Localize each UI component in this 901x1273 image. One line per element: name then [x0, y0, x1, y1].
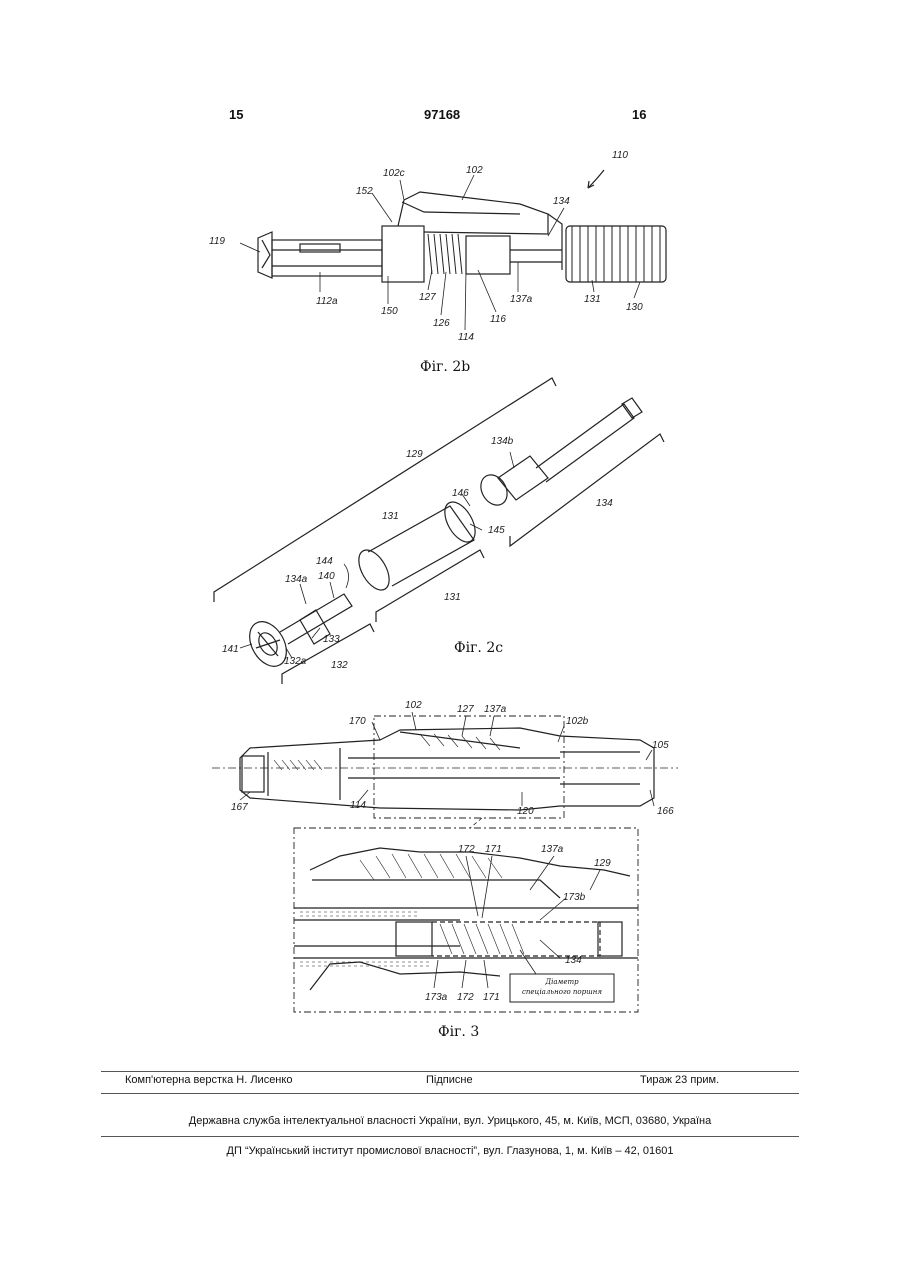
fig3-label-170: 170 [349, 716, 366, 727]
fig3-label-120: 120 [517, 806, 534, 817]
fig3-label-137a: 137a [484, 704, 506, 715]
fig3-callout-line-2: спеціального поршня [512, 987, 612, 997]
fig3-detail-label-173b: 173b [563, 892, 585, 903]
fig3-detail-label-137a: 137a [541, 844, 563, 855]
footer-agency: Державна служба інтелектуальної власност… [101, 1115, 799, 1127]
fig3-label-127: 127 [457, 704, 474, 715]
fig3-callout-line-1: Діаметр [512, 977, 612, 987]
fig3-detail-label-171-top: 171 [485, 844, 502, 855]
fig3-detail-label-134: 134 [565, 955, 582, 966]
fig3-detail-label-173a: 173a [425, 992, 447, 1003]
fig3-detail-label-172-top: 172 [458, 844, 475, 855]
fig3-detail-label-172-bottom: 172 [457, 992, 474, 1003]
fig3-label-102b: 102b [566, 716, 588, 727]
fig3-label-105: 105 [652, 740, 669, 751]
fig3-detail-label-171-bottom: 171 [483, 992, 500, 1003]
fig3-label-102: 102 [405, 700, 422, 711]
footer-rule-top [101, 1071, 799, 1072]
footer-layout-credit: Комп'ютерна верстка Н. Лисенко [125, 1074, 292, 1086]
footer-subscription: Підписне [426, 1074, 473, 1086]
fig3-label-166: 166 [657, 806, 674, 817]
fig3-label-114: 114 [350, 800, 366, 811]
fig3-detail-label-129: 129 [594, 858, 611, 869]
footer-institute: ДП “Український інститут промислової вла… [101, 1145, 799, 1157]
footer-rule-bottom [101, 1136, 799, 1137]
footer-rule-middle [101, 1093, 799, 1094]
fig3-caption: Фіг. 3 [438, 1024, 479, 1040]
fig3-label-167: 167 [231, 802, 248, 813]
footer-circulation: Тираж 23 прим. [640, 1074, 719, 1086]
fig3-callout: Діаметр спеціального поршня [512, 977, 612, 997]
